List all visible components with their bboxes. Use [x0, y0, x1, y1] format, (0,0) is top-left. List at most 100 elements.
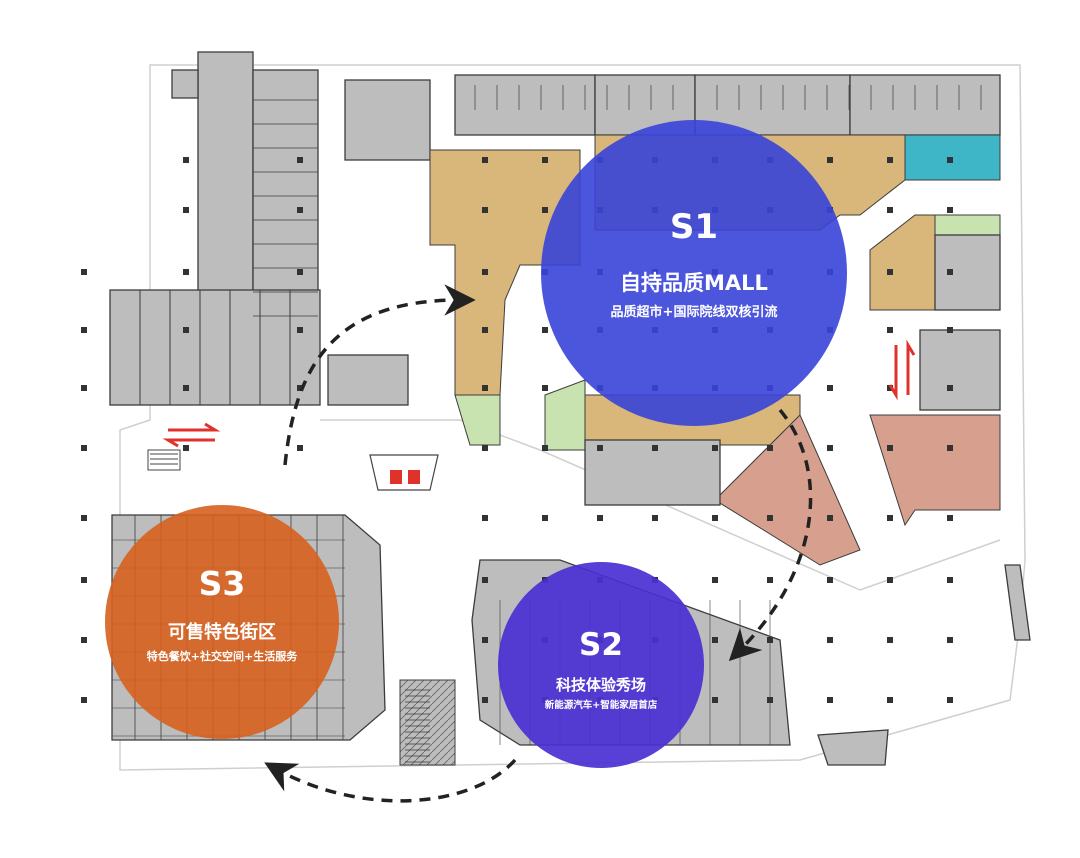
column-icon: [482, 327, 488, 333]
circulation-flow: [264, 284, 813, 803]
column-icon: [827, 515, 833, 521]
zone-s2-circle[interactable]: [498, 562, 704, 768]
west-shop-row: [109, 289, 321, 406]
column-icon: [183, 327, 189, 333]
column-icon: [712, 515, 718, 521]
east-service-cores: [584, 234, 1001, 506]
zone-s2-title: 科技体验秀场: [556, 676, 646, 694]
elevator-icon: [369, 454, 439, 491]
east-stair-core-upper: [934, 234, 1001, 311]
column-icon: [482, 577, 488, 583]
zone-s2-subtitle: 新能源汽车+智能家居首店: [545, 699, 658, 711]
column-icon: [712, 697, 718, 703]
zone-s1-subtitle: 品质超市+国际院线双核引流: [611, 304, 778, 320]
zone-s3-circle[interactable]: [105, 505, 339, 739]
zone-s3-code: S3: [199, 564, 246, 603]
column-icon: [597, 445, 603, 451]
column-icon: [827, 385, 833, 391]
column-icon: [767, 515, 773, 521]
column-icon: [887, 697, 893, 703]
column-icon: [767, 697, 773, 703]
column-icon: [947, 385, 953, 391]
column-icon: [767, 637, 773, 643]
column-icon: [183, 269, 189, 275]
pink-retail-unit-east: [869, 414, 1001, 527]
west-inner-block: [327, 354, 409, 406]
column-icon: [542, 157, 548, 163]
column-icon: [887, 637, 893, 643]
zone-s1-title: 自持品质MALL: [620, 271, 768, 295]
column-icon: [81, 577, 87, 583]
column-icon: [827, 697, 833, 703]
column-icon: [597, 515, 603, 521]
column-icon: [542, 385, 548, 391]
column-icon: [183, 445, 189, 451]
column-icon: [81, 385, 87, 391]
south-stair-frame: [399, 679, 456, 766]
column-icon: [183, 385, 189, 391]
column-icon: [947, 637, 953, 643]
column-icon: [482, 637, 488, 643]
column-icon: [947, 327, 953, 333]
column-icon: [887, 207, 893, 213]
green-retail-unit-east: [934, 214, 1001, 236]
column-icon: [767, 577, 773, 583]
east-ramp-strip: [1004, 564, 1031, 641]
column-icon: [297, 327, 303, 333]
column-icon: [183, 157, 189, 163]
zone-s3-title: 可售特色街区: [168, 621, 276, 643]
column-icon: [482, 515, 488, 521]
escalator-icon: [888, 339, 916, 401]
column-icon: [652, 445, 658, 451]
column-icon: [482, 697, 488, 703]
vertical-transport: [147, 339, 916, 491]
column-icon: [767, 445, 773, 451]
column-icon: [947, 697, 953, 703]
escalator-icon: [147, 449, 181, 471]
column-icon: [887, 157, 893, 163]
column-icon: [712, 637, 718, 643]
column-icon: [297, 207, 303, 213]
column-icon: [947, 445, 953, 451]
zone-s3[interactable]: S3 可售特色街区 特色餐饮+社交空间+生活服务: [105, 505, 339, 739]
east-stair-core-lower: [919, 329, 1001, 411]
column-icon: [81, 697, 87, 703]
column-icon: [947, 157, 953, 163]
column-icon: [712, 445, 718, 451]
west-stair-core: [171, 69, 199, 99]
column-icon: [81, 515, 87, 521]
west-building-block: [109, 51, 409, 406]
column-icon: [887, 515, 893, 521]
column-icon: [947, 577, 953, 583]
column-icon: [297, 157, 303, 163]
column-icon: [297, 445, 303, 451]
column-icon: [183, 207, 189, 213]
site-outline: [119, 64, 1026, 771]
column-icon: [652, 515, 658, 521]
column-icon: [542, 445, 548, 451]
south-stair-block: [399, 679, 456, 766]
column-icon: [887, 385, 893, 391]
east-small-kiosk: [817, 729, 889, 766]
zone-s3-subtitle: 特色餐饮+社交空间+生活服务: [147, 649, 298, 663]
column-icon: [542, 515, 548, 521]
column-icon: [482, 385, 488, 391]
column-icon: [482, 445, 488, 451]
column-icon: [887, 327, 893, 333]
column-icon: [81, 327, 87, 333]
green-retail-unit-south: [544, 379, 586, 451]
column-icon: [827, 637, 833, 643]
column-icon: [297, 269, 303, 275]
zone-s1[interactable]: S1 自持品质MALL 品质超市+国际院线双核引流: [541, 120, 847, 426]
column-icon: [482, 269, 488, 275]
column-icon: [482, 207, 488, 213]
zone-s2[interactable]: S2 科技体验秀场 新能源汽车+智能家居首店: [498, 562, 704, 768]
column-icon: [947, 515, 953, 521]
zone-s1-circle[interactable]: [541, 120, 847, 426]
column-icon: [887, 269, 893, 275]
column-icon: [947, 269, 953, 275]
column-icon: [827, 157, 833, 163]
column-icon: [297, 385, 303, 391]
